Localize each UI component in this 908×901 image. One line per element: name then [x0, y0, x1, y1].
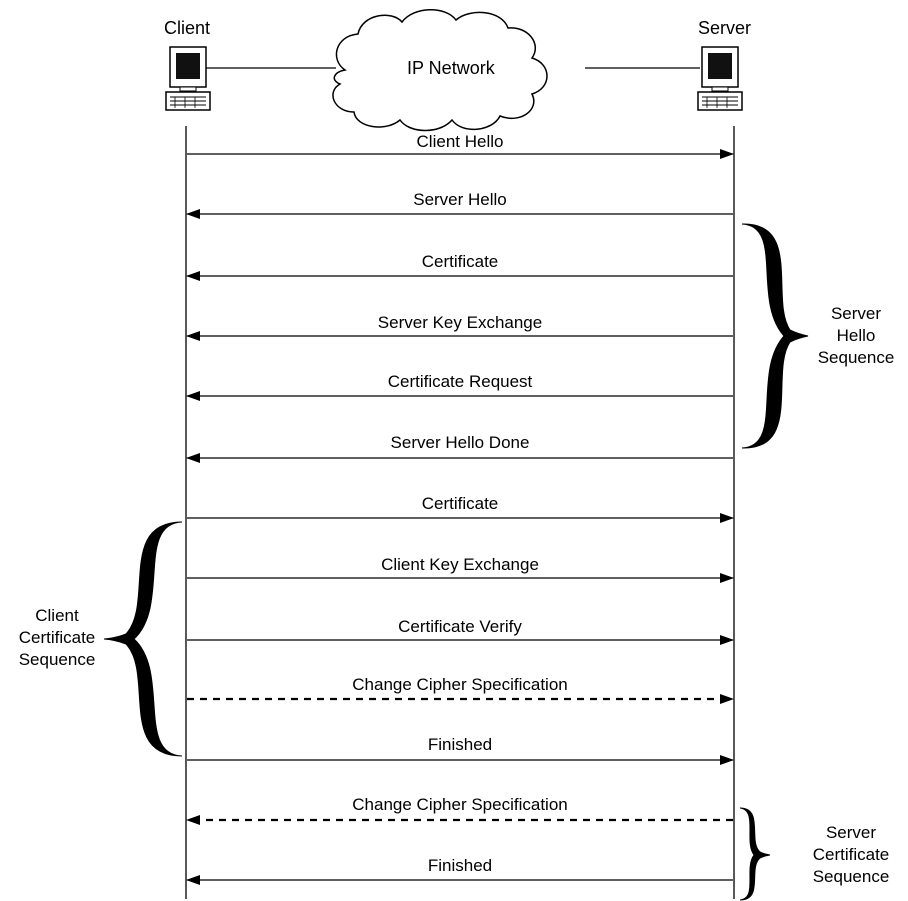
server-certificate-sequence-label: Server Certificate Sequence	[813, 822, 890, 888]
group-label-line: Server	[825, 823, 877, 842]
group-label-line: Hello	[836, 326, 876, 345]
client-computer-icon	[165, 46, 211, 111]
message-label: Change Cipher Specification	[352, 795, 568, 814]
network-label: IP Network	[407, 58, 495, 78]
message-label: Certificate	[421, 252, 499, 271]
group-label-line: Certificate	[812, 845, 890, 864]
message-label: Server Key Exchange	[377, 313, 543, 332]
server-certificate-brace	[739, 807, 771, 901]
message-label: Finished	[427, 735, 493, 754]
cloud-icon	[332, 9, 548, 132]
message-arrows	[186, 149, 734, 885]
message-label: Finished	[427, 856, 493, 875]
message-label: Client Key Exchange	[381, 555, 539, 574]
server-computer-icon	[697, 46, 743, 111]
client-certificate-sequence-label: Client Certificate Sequence	[19, 605, 96, 671]
message-label: Certificate Request	[387, 372, 533, 391]
group-label-line: Sequence	[812, 867, 890, 886]
client-certificate-brace	[103, 521, 183, 757]
message-label: Server Hello Done	[390, 433, 530, 452]
message-label: Certificate	[421, 494, 499, 513]
message-label: Certificate Verify	[398, 617, 522, 636]
group-label-line: Client	[35, 606, 79, 625]
group-label-line: Sequence	[817, 348, 895, 367]
group-label-line: Server	[830, 304, 882, 323]
message-label: Server Hello	[413, 190, 507, 209]
message-label: Client Hello	[416, 132, 504, 151]
client-label: Client	[164, 18, 211, 38]
server-hello-brace	[741, 223, 809, 449]
server-hello-sequence-label: Server Hello Sequence	[818, 303, 895, 369]
group-label-line: Sequence	[18, 650, 96, 669]
server-label: Server	[698, 18, 752, 38]
group-label-line: Certificate	[18, 628, 96, 647]
message-label: Change Cipher Specification	[352, 675, 568, 694]
